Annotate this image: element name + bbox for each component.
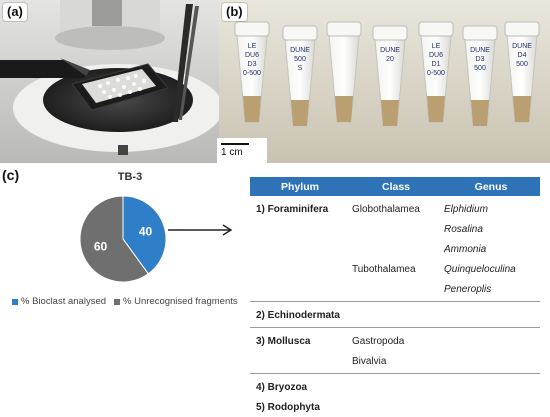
tube-label-text: 500 <box>516 61 528 68</box>
legend-item-unrecognised: % Unrecognised fragments <box>114 296 238 307</box>
phylum-cell: 1) Foraminifera <box>256 203 329 215</box>
class-cell: Gastropoda <box>352 335 405 347</box>
tube-label-text: LE <box>432 43 441 50</box>
class-cell: Globothalamea <box>352 203 420 215</box>
header-phylum: Phylum <box>281 180 319 193</box>
table-group-foraminifera: 1) Foraminifera Globothalamea Elphidium … <box>250 196 540 302</box>
phylum-cell: 4) Bryozoa <box>256 381 308 393</box>
arrow-right-icon <box>168 224 233 236</box>
table-row: 5) Rodophyta <box>250 397 540 417</box>
legend-item-bioclast: % Bioclast analysed <box>12 296 106 307</box>
panel-label-c: (c) <box>2 167 20 183</box>
pie-legend: % Bioclast analysed % Unrecognised fragm… <box>12 296 246 307</box>
table-row: Rosalina <box>250 219 540 239</box>
class-cell: Tubothalamea <box>352 263 416 275</box>
table-row: 2) Echinodermata <box>250 305 540 325</box>
legend-label-unrecognised: % Unrecognised fragments <box>123 296 238 307</box>
tube-label-text: D3 <box>476 56 485 63</box>
phylum-cell: 2) Echinodermata <box>256 309 340 321</box>
tube-label-text: D4 <box>518 52 527 59</box>
header-class: Class <box>381 180 411 193</box>
phylum-cell: 5) Rodophyta <box>256 401 320 413</box>
tubes-illustration: LEDU6D30-500DUNE500SDUNE20LEDU6D10-500DU… <box>219 0 550 163</box>
class-cell: Bivalvia <box>352 355 387 367</box>
tube-set: LEDU6D30-500DUNE500SDUNE20LEDU6D10-500DU… <box>234 21 540 127</box>
tube-label-text: DUNE <box>290 47 310 54</box>
table-row: Bivalvia <box>250 351 540 371</box>
table-row: Tubothalamea Quinqueloculina <box>250 259 540 279</box>
tube-label-text: DU6 <box>245 52 259 59</box>
genus-cell: Rosalina <box>444 223 483 235</box>
genus-cell: Ammonia <box>444 243 487 255</box>
classification-table: Phylum Class Genus 1) Foraminifera Globo… <box>250 177 540 417</box>
microscope-photo: (a) <box>0 0 225 163</box>
microscope-illustration <box>0 0 225 163</box>
pie-chart: 40 60 <box>79 195 167 283</box>
genus-cell: Peneroplis <box>444 283 492 295</box>
table-row: 3) Mollusca Gastropoda <box>250 331 540 351</box>
genus-cell: Elphidium <box>444 203 488 215</box>
tube-label-text: 0-500 <box>427 70 445 77</box>
tube-label-text: 500 <box>294 56 306 63</box>
tube-label-text: 0-500 <box>243 70 261 77</box>
tube-label-text: LE <box>248 43 257 50</box>
pie-slice-1 <box>79 195 149 283</box>
table-row: 4) Bryozoa <box>250 377 540 397</box>
scale-bar-box: 1 cm <box>217 138 267 164</box>
sample-tube: DUNE D3 500 <box>462 25 498 127</box>
tube-label-text: S <box>298 65 303 72</box>
table-header: Phylum Class Genus <box>250 177 540 196</box>
pie-slice-label-0: 40 <box>139 225 153 239</box>
scale-bar <box>221 143 249 145</box>
table-row: Ammonia <box>250 239 540 259</box>
panel-label-a: (a) <box>3 3 27 21</box>
pie-slice-0 <box>122 195 167 275</box>
genus-cell: Quinqueloculina <box>444 263 516 275</box>
tube-label-text: D3 <box>248 61 257 68</box>
phylum-cell: 3) Mollusca <box>256 335 311 347</box>
scale-label: 1 cm <box>221 147 243 158</box>
tube-label-text: D1 <box>432 61 441 68</box>
table-group-bryozoa-rodophyta: 4) Bryozoa 5) Rodophyta <box>250 374 540 417</box>
tube-label-text: 500 <box>474 65 486 72</box>
sample-tube: DUNE 20 <box>372 25 408 127</box>
table-row: Peneroplis <box>250 279 540 299</box>
tube-label-text: DU6 <box>429 52 443 59</box>
sample-tube <box>326 21 362 123</box>
tube-label-text: DUNE <box>512 43 532 50</box>
legend-swatch-unrecognised <box>114 298 121 305</box>
tube-label-text: DUNE <box>470 47 490 54</box>
legend-swatch-bioclast <box>12 298 18 305</box>
legend-label-bioclast: % Bioclast analysed <box>21 296 107 307</box>
header-genus: Genus <box>474 180 508 193</box>
table-group-mollusca: 3) Mollusca Gastropoda Bivalvia <box>250 328 540 374</box>
table-group-echinodermata: 2) Echinodermata <box>250 302 540 328</box>
table-row: 1) Foraminifera Globothalamea Elphidium <box>250 199 540 219</box>
tube-label-text: DUNE <box>380 47 400 54</box>
pie-title: TB-3 <box>117 171 143 183</box>
tube-label-text: 20 <box>386 56 394 63</box>
sample-tube: DUNE D4 500 <box>504 21 540 123</box>
panel-label-b: (b) <box>222 3 247 21</box>
pie-slice-label-1: 60 <box>94 239 108 253</box>
